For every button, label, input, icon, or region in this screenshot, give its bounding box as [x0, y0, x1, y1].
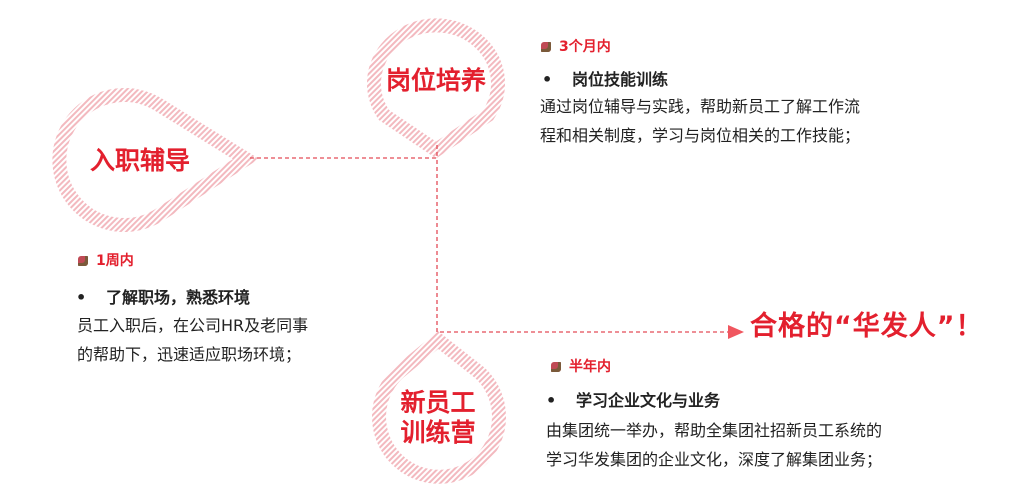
- teardrop-onboarding: [52, 88, 260, 232]
- flower-icon: [541, 42, 551, 52]
- period-label: 3个月内: [559, 39, 611, 55]
- period-label: 1周内: [96, 253, 134, 269]
- teardrop-position-training: [367, 18, 505, 159]
- body-line: 的帮助下，迅速适应职场环境；: [77, 345, 302, 364]
- body-line: 程和相关制度，学习与岗位相关的工作技能；: [540, 126, 861, 145]
- stage-title-line2: 训练营: [400, 418, 476, 447]
- body-line: 通过岗位辅导与实践，帮助新员工了解工作流: [540, 97, 861, 116]
- stage-title-training-camp: 新员工 训练营: [368, 388, 508, 448]
- heading-onboarding: • 了解职场，熟悉环境: [76, 288, 250, 308]
- body-line: 学习华发集团的企业文化，深度了解集团业务；: [546, 450, 883, 469]
- flower-icon: [551, 362, 561, 372]
- bullet-icon: •: [76, 288, 87, 307]
- goal-text: 合格的“华发人”！: [750, 311, 984, 342]
- period-label: 半年内: [569, 359, 611, 375]
- heading-label: 了解职场，熟悉环境: [106, 288, 251, 307]
- body-training-camp: 由集团统一举办，帮助全集团社招新员工系统的 学习华发集团的企业文化，深度了解集团…: [546, 416, 882, 474]
- stage-title-onboarding: 入职辅导: [89, 146, 190, 175]
- bullet-icon: •: [546, 391, 557, 410]
- heading-label: 岗位技能训练: [572, 70, 669, 89]
- heading-training-camp: • 学习企业文化与业务: [546, 391, 720, 411]
- period-position-training: 3个月内: [541, 38, 611, 56]
- body-position-training: 通过岗位辅导与实践，帮助新员工了解工作流 程和相关制度，学习与岗位相关的工作技能…: [540, 92, 860, 150]
- dashed-connector: [250, 145, 728, 333]
- stage-title-position-training: 岗位培养: [385, 66, 486, 95]
- period-onboarding: 1周内: [78, 252, 134, 270]
- heading-label: 学习企业文化与业务: [576, 391, 721, 410]
- arrow-head-icon: [728, 325, 744, 339]
- body-line: 由集团统一举办，帮助全集团社招新员工系统的: [546, 421, 883, 440]
- flower-icon: [78, 256, 88, 266]
- bullet-icon: •: [542, 70, 553, 89]
- body-onboarding: 员工入职后，在公司HR及老同事 的帮助下，迅速适应职场环境；: [77, 311, 308, 369]
- heading-position-training: • 岗位技能训练: [542, 70, 668, 90]
- teardrop-training-camp: [372, 331, 506, 484]
- body-line: 员工入职后，在公司HR及老同事: [77, 316, 309, 335]
- stage-title-line1: 新员工: [400, 388, 476, 417]
- period-training-camp: 半年内: [551, 358, 611, 376]
